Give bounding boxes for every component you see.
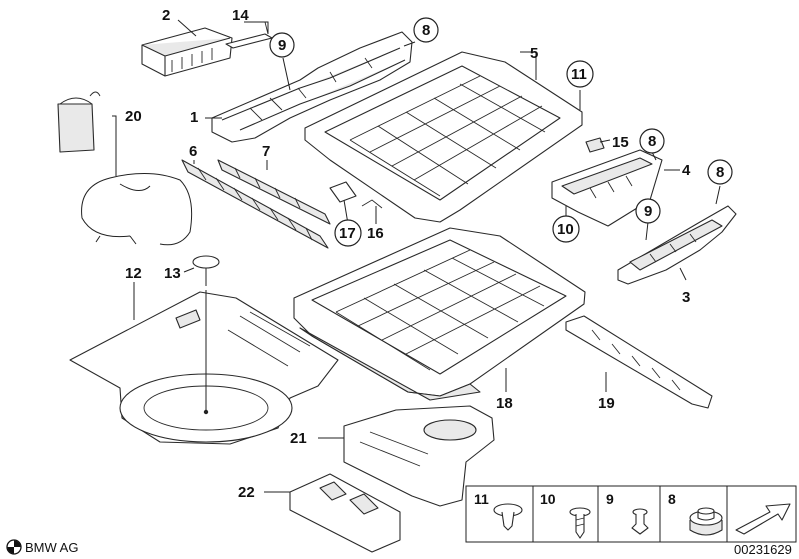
callout-8b: 8	[648, 133, 656, 150]
nut-icon	[689, 507, 723, 536]
rivet-icon	[631, 508, 649, 535]
callout-15: 15	[612, 134, 629, 151]
callout-10: 10	[557, 221, 574, 238]
legend-number-10: 10	[540, 491, 556, 507]
part-5-upper-tray	[304, 51, 583, 223]
part-19-rail	[565, 315, 713, 409]
legend-number-9: 9	[606, 491, 614, 507]
callout-16: 16	[367, 225, 384, 242]
callout-22: 22	[238, 484, 255, 501]
part-3-bracket	[617, 205, 737, 285]
callout-9a: 9	[278, 37, 286, 54]
part-14-strip	[225, 21, 273, 49]
callout-9b: 9	[644, 203, 652, 220]
callout-14: 14	[232, 7, 249, 24]
part-16-clip	[361, 199, 383, 209]
part-22-foam-insert	[289, 473, 401, 553]
callout-labels: 2 14 9 8 5 11 20 1 6 7 15 8 4 8 9 10 17 …	[125, 7, 733, 501]
callout-17: 17	[339, 225, 356, 242]
callout-1: 1	[190, 109, 198, 126]
part-21-holder	[343, 405, 495, 507]
footer: BMW AG 00231629	[6, 539, 792, 557]
callout-badge-9b	[635, 198, 661, 224]
part-13-pin	[192, 255, 220, 286]
part-2-storage-box	[141, 27, 233, 77]
callout-12: 12	[125, 265, 142, 282]
brand-name: BMW AG	[25, 540, 78, 555]
callout-20: 20	[125, 108, 142, 125]
leader-lines	[112, 19, 721, 493]
part-20-bag-and-strap	[57, 91, 193, 246]
part-12-floor-mat	[69, 290, 339, 445]
arrow-icon	[735, 503, 791, 535]
part-6-vent-strip	[181, 159, 329, 249]
bmw-logo-icon	[6, 539, 22, 555]
callout-18: 18	[496, 395, 513, 412]
callout-8c: 8	[716, 164, 724, 181]
callout-badge-9a	[269, 32, 295, 58]
part-7-vent-strip	[217, 159, 331, 225]
callout-21: 21	[290, 430, 307, 447]
part-1-side-trim	[211, 31, 413, 143]
callout-badge-10	[552, 215, 580, 243]
legend-number-8: 8	[668, 491, 676, 507]
callout-8a: 8	[422, 22, 430, 39]
callout-badge-8b	[639, 128, 665, 154]
callout-3: 3	[682, 289, 690, 306]
part-17-clip	[329, 181, 357, 203]
diagram-number: 00231629	[734, 542, 792, 557]
callout-badge-11	[566, 60, 594, 88]
part-4-side-box	[551, 149, 663, 227]
callout-badge-8c	[707, 159, 733, 185]
callout-6: 6	[189, 143, 197, 160]
hardware-legend: 11 10 9 8	[465, 485, 797, 543]
push-clip-icon	[493, 503, 523, 531]
callout-2: 2	[162, 7, 170, 24]
part-18-lower-tray	[293, 227, 586, 401]
callout-5: 5	[530, 45, 538, 62]
callout-4: 4	[682, 162, 691, 179]
callout-11: 11	[571, 66, 587, 83]
callout-13: 13	[164, 265, 181, 282]
screw-icon	[569, 507, 591, 539]
callout-badge-8a	[413, 17, 439, 43]
callout-19: 19	[598, 395, 615, 412]
legend-number-11: 11	[474, 491, 489, 507]
callout-7: 7	[262, 143, 270, 160]
part-15-clip	[585, 137, 605, 153]
callout-badge-17	[334, 219, 362, 247]
